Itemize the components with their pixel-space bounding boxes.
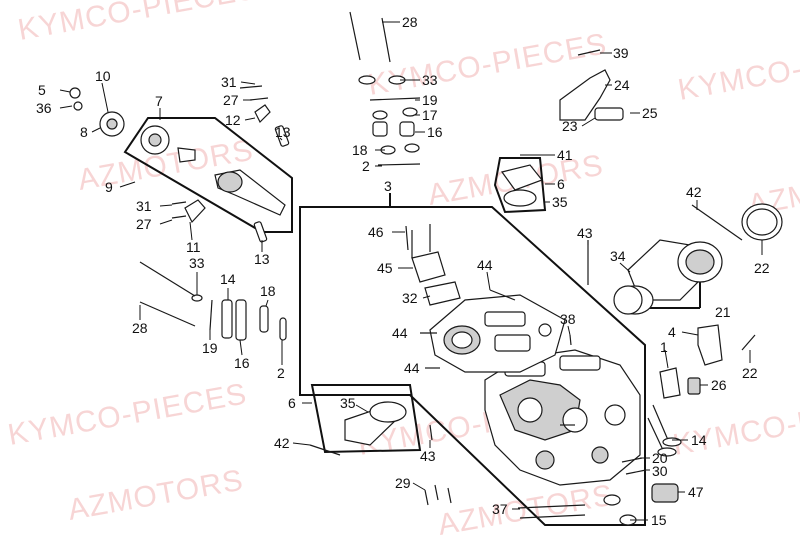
- callout-label: 27: [223, 92, 239, 108]
- callout-label: 28: [132, 320, 148, 336]
- callout-label: 33: [422, 72, 438, 88]
- callout-label: 2: [277, 365, 285, 381]
- callout-label: 6: [557, 176, 565, 192]
- callout-label: 30: [652, 463, 668, 479]
- callout-label: 32: [402, 290, 418, 306]
- callout-label: 43: [577, 225, 593, 241]
- frame-camshaft: [123, 117, 293, 233]
- callout-label: 13: [275, 124, 291, 140]
- callout-label: 35: [552, 194, 568, 210]
- callout-label: 41: [557, 147, 573, 163]
- callout-label: 5: [38, 82, 46, 98]
- callout-label: 20: [652, 450, 668, 466]
- callout-label: 47: [688, 484, 704, 500]
- callout-label: 18: [260, 283, 276, 299]
- callout-label: 3: [384, 178, 392, 194]
- callout-label: 19: [422, 92, 438, 108]
- callout-label: 44: [477, 257, 493, 273]
- callout-label: 34: [610, 248, 626, 264]
- cover-plate-upper: [500, 164, 543, 207]
- leader-lines: [59, 21, 763, 521]
- callout-label: 44: [404, 360, 420, 376]
- watermark: KYMCO-PIECES: [670, 387, 800, 462]
- callout-label: 31: [221, 74, 237, 90]
- callout-label: 45: [377, 260, 393, 276]
- rocker-arms: [171, 85, 271, 224]
- callout-label: 21: [715, 304, 731, 320]
- frame-cylinder-head: [299, 206, 646, 526]
- cam-sprocket: [69, 87, 125, 137]
- callout-label: 42: [274, 435, 290, 451]
- callout-label: 46: [368, 224, 384, 240]
- valves-right: [603, 404, 682, 526]
- callout-label: 39: [613, 45, 629, 61]
- callout-label: 16: [234, 355, 250, 371]
- callout-label: 36: [36, 100, 52, 116]
- camshaft-assembly: [140, 125, 290, 243]
- callout-label: 1: [660, 339, 668, 355]
- callout-label: 37: [492, 501, 508, 517]
- cylinder-head: [484, 349, 641, 486]
- watermark: KYMCO-PIECES: [675, 32, 800, 107]
- thermostat-housing: [559, 49, 624, 121]
- watermark: AZMOTORS: [435, 479, 615, 542]
- callout-label: 14: [691, 432, 707, 448]
- callout-label: 22: [742, 365, 758, 381]
- studs: [309, 204, 756, 456]
- hose-clamp: [741, 203, 783, 241]
- watermark: KYMCO-PIECES: [15, 0, 259, 47]
- callout-label: 6: [288, 395, 296, 411]
- watermark: KYMCO-PIECES: [5, 377, 249, 452]
- frame-cover-gasket-lower: [310, 384, 422, 454]
- callout-label: 9: [105, 179, 113, 195]
- cover-plate-lower: [344, 401, 407, 446]
- callout-label: 28: [402, 14, 418, 30]
- valve-springs-left: [139, 261, 287, 341]
- callout-label: 17: [422, 107, 438, 123]
- callout-label: 43: [420, 448, 436, 464]
- callout-label: 38: [560, 311, 576, 327]
- callout-labels: 28 39 33 24 19 25 17 16 23 41 18 2 3 6 3…: [36, 14, 770, 528]
- callout-label: 27: [136, 216, 152, 232]
- callout-label: 31: [136, 198, 152, 214]
- callout-label: 19: [202, 340, 218, 356]
- callout-label: 16: [427, 124, 443, 140]
- callout-label: 18: [352, 142, 368, 158]
- callout-label: 22: [754, 260, 770, 276]
- frame-cover-gasket-upper: [493, 157, 547, 214]
- callout-label: 26: [711, 377, 727, 393]
- callout-label: 11: [186, 239, 201, 255]
- cam-carrier: [429, 294, 566, 373]
- callout-label: 2: [362, 158, 370, 174]
- callout-label: 44: [392, 325, 408, 341]
- callout-label: 23: [562, 118, 578, 134]
- callout-label: 4: [668, 324, 676, 340]
- callout-label: 10: [95, 68, 111, 84]
- callout-label: 8: [80, 124, 88, 140]
- callout-label: 42: [686, 184, 702, 200]
- small-fasteners: [424, 424, 647, 519]
- callout-label: 35: [340, 395, 356, 411]
- water-outlet: [659, 324, 723, 399]
- callout-label: 14: [220, 271, 236, 287]
- callout-label: 33: [189, 255, 205, 271]
- callout-label: 7: [155, 93, 163, 109]
- intake-manifold: [613, 239, 723, 315]
- callout-label: 13: [254, 251, 270, 267]
- callout-label: 15: [651, 512, 667, 528]
- callout-label: 12: [225, 112, 241, 128]
- valve-springs-top: [349, 11, 421, 166]
- group-frames: [123, 117, 701, 526]
- callout-label: 24: [614, 77, 630, 93]
- callout-label: 25: [642, 105, 658, 121]
- callout-label: 29: [395, 475, 411, 491]
- breather-plate: [411, 224, 461, 306]
- watermark: AZMOTORS: [65, 464, 245, 527]
